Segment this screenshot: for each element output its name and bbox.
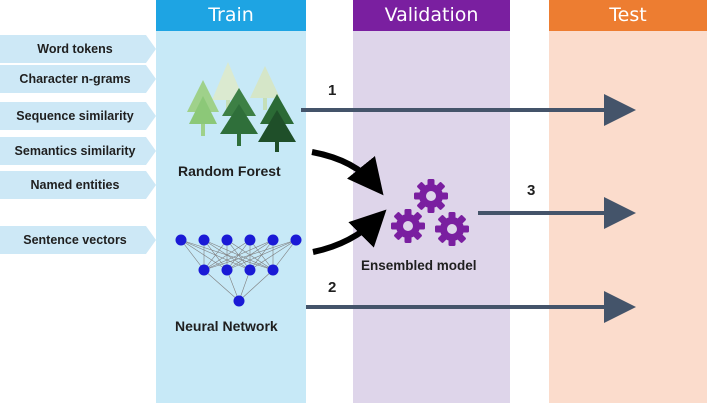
validation-header: Validation xyxy=(353,0,510,31)
feature-label: Sentence vectors xyxy=(23,233,127,247)
feature-label: Named entities xyxy=(30,178,120,192)
feature-tag-shape xyxy=(0,65,156,93)
feature-tag-shape xyxy=(0,35,156,63)
arrow-1-label: 1 xyxy=(328,82,337,99)
feature-tag-shape xyxy=(0,226,156,254)
feature-tag-shape xyxy=(0,102,156,130)
feature-label: Character n-grams xyxy=(19,72,131,86)
test-header: Test xyxy=(549,0,707,31)
feature-label: Semantics similarity xyxy=(14,144,136,158)
random-forest-label: Random Forest xyxy=(178,163,281,179)
rf-to-ensemble-arrow xyxy=(311,149,384,196)
train-header: Train xyxy=(156,0,306,31)
random-forest-trees-icon xyxy=(187,62,296,152)
gears-icon xyxy=(391,179,469,246)
nn-to-ensemble-arrow xyxy=(312,209,387,255)
feature-label: Word tokens xyxy=(37,42,113,56)
feature-tags xyxy=(0,35,156,254)
arrow-2-label: 2 xyxy=(328,279,337,296)
neural-network-label: Neural Network xyxy=(175,318,278,334)
ensembled-model-label: Ensembled model xyxy=(361,258,477,273)
arrow-3-label: 3 xyxy=(527,182,536,199)
feature-label: Sequence similarity xyxy=(16,109,134,123)
neural-network-icon xyxy=(175,234,302,307)
feature-tag-shape xyxy=(0,171,156,199)
feature-tag-shape xyxy=(0,137,156,165)
train-column: Train xyxy=(156,0,306,403)
